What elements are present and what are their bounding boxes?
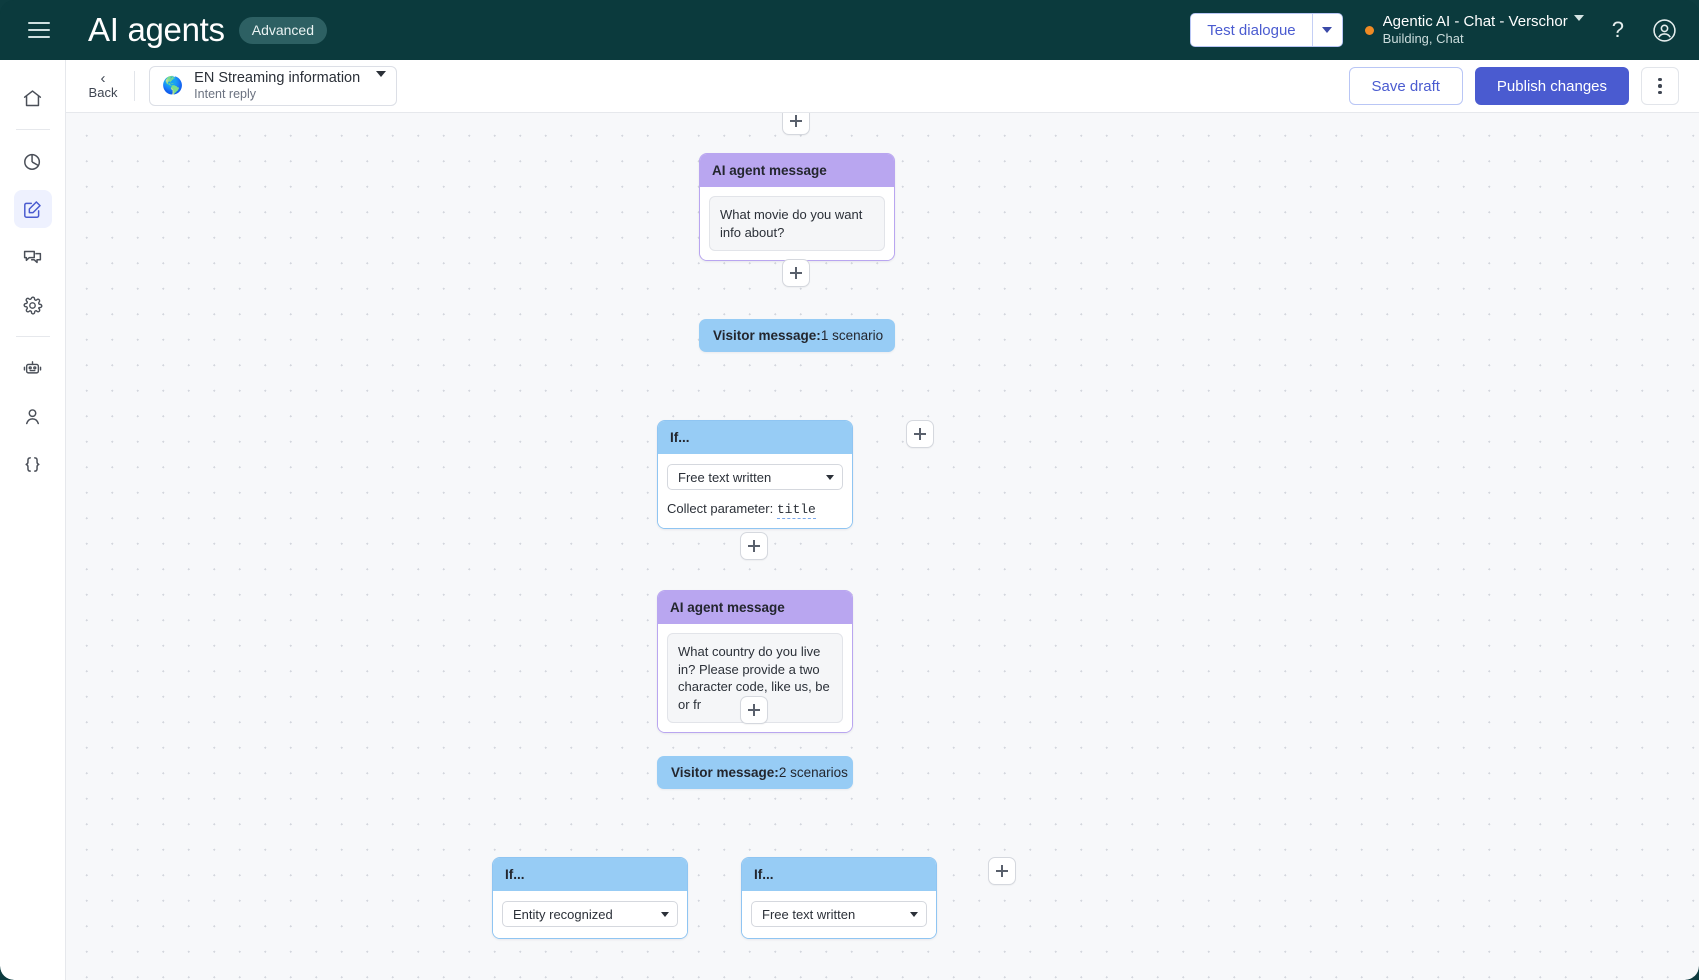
node-if-1[interactable]: If... Free text written Collect paramete… xyxy=(657,420,853,529)
flow-canvas[interactable]: AI agent message What movie do you want … xyxy=(66,113,1699,980)
environment-chevron[interactable] xyxy=(1573,15,1584,39)
hamburger-menu-icon[interactable] xyxy=(28,22,50,38)
add-node-button-after-if-1[interactable] xyxy=(740,532,768,560)
sub-header-toolbar: ‹ Back 🌎 EN Streaming information Intent… xyxy=(66,60,1699,113)
test-dialogue-dropdown-button[interactable] xyxy=(1311,14,1342,46)
condition-select[interactable]: Free text written xyxy=(751,901,927,927)
back-label: Back xyxy=(88,85,118,100)
condition-select[interactable]: Entity recognized xyxy=(502,901,678,927)
chevron-down-icon xyxy=(826,474,834,480)
chevron-down-icon xyxy=(910,911,918,917)
agent-message-text[interactable]: What country do you live in? Please prov… xyxy=(667,633,843,724)
condition-value: Entity recognized xyxy=(513,906,613,922)
condition-value: Free text written xyxy=(762,906,856,922)
add-branch-button-visitor-1[interactable] xyxy=(906,420,934,448)
pie-chart-icon xyxy=(24,153,41,170)
test-dialogue-button[interactable]: Test dialogue xyxy=(1191,14,1312,46)
node-body: What movie do you want info about? xyxy=(700,187,894,261)
sidebar-item-settings[interactable] xyxy=(14,286,52,324)
environment-subtitle: Building, Chat xyxy=(1382,30,1464,46)
user-avatar-icon[interactable] xyxy=(1652,18,1677,43)
chat-bubbles-icon xyxy=(23,250,42,263)
top-header-bar: AI agents Advanced Test dialogue Agentic… xyxy=(0,0,1699,60)
intent-texts: EN Streaming information Intent reply xyxy=(194,70,360,101)
visitor-message-value: 2 scenarios xyxy=(778,765,848,780)
chevron-left-icon: ‹ xyxy=(100,70,106,87)
condition-value: Free text written xyxy=(678,469,772,485)
collect-parameter-value[interactable]: title xyxy=(776,502,816,519)
node-visitor-message-1[interactable]: Visitor message:1 scenario xyxy=(699,319,895,352)
edit-square-icon xyxy=(24,200,41,218)
collect-parameter-label: Collect parameter: xyxy=(667,501,774,516)
node-header: AI agent message xyxy=(700,154,894,187)
flow-edges xyxy=(66,113,366,263)
sidebar-item-conversations[interactable] xyxy=(14,238,52,276)
rail-divider xyxy=(15,336,50,337)
chevron-down-icon xyxy=(1573,15,1584,38)
intent-type: Intent reply xyxy=(194,87,257,102)
page-title: AI agents xyxy=(88,11,225,48)
node-ai-agent-message-1[interactable]: AI agent message What movie do you want … xyxy=(699,153,895,262)
rail-divider xyxy=(15,129,50,130)
save-draft-button[interactable]: Save draft xyxy=(1348,67,1463,105)
more-options-button[interactable] xyxy=(1641,67,1679,105)
sidebar-item-dialogues[interactable] xyxy=(13,190,52,228)
publish-changes-button[interactable]: Publish changes xyxy=(1474,67,1629,105)
add-node-button-after-agent-message-1[interactable] xyxy=(782,259,810,287)
collect-parameter-row: Collect parameter: title xyxy=(667,501,843,519)
gear-icon xyxy=(23,296,43,315)
node-if-3[interactable]: If... Free text written xyxy=(741,857,937,939)
left-nav-rail xyxy=(0,60,66,980)
sidebar-item-bots[interactable] xyxy=(14,349,52,387)
globe-icon: 🌎 xyxy=(162,76,184,95)
add-node-button-after-agent-message-2[interactable] xyxy=(740,696,768,724)
chevron-down-icon xyxy=(376,71,387,94)
intent-selector[interactable]: 🌎 EN Streaming information Intent reply xyxy=(149,66,398,106)
code-braces-icon xyxy=(25,456,40,472)
visitor-message-label: Visitor message: xyxy=(713,328,821,343)
advanced-badge: Advanced xyxy=(238,16,328,44)
add-branch-button-visitor-2[interactable] xyxy=(988,857,1016,885)
environment-text: Agentic AI - Chat - Verschor Building, C… xyxy=(1383,13,1568,48)
visitor-message-label: Visitor message: xyxy=(671,765,779,780)
chevron-down-icon xyxy=(661,911,669,917)
node-visitor-message-2[interactable]: Visitor message:2 scenarios xyxy=(657,756,853,789)
toolbar-divider xyxy=(134,71,135,101)
node-body: Free text written Collect parameter: tit… xyxy=(658,454,852,528)
environment-selector[interactable]: Agentic AI - Chat - Verschor Building, C… xyxy=(1364,13,1584,48)
condition-select[interactable]: Free text written xyxy=(667,464,843,490)
node-body: Entity recognized xyxy=(493,891,687,938)
node-body: What country do you live in? Please prov… xyxy=(658,624,852,733)
node-if-2[interactable]: If... Entity recognized xyxy=(492,857,688,939)
home-icon xyxy=(23,89,42,106)
status-dot-icon xyxy=(1364,25,1374,35)
sidebar-item-analytics[interactable] xyxy=(14,142,52,180)
sidebar-item-users[interactable] xyxy=(14,397,52,435)
node-header: If... xyxy=(493,858,687,891)
agent-message-text[interactable]: What movie do you want info about? xyxy=(709,196,885,252)
test-dialogue-group: Test dialogue xyxy=(1190,13,1343,47)
sidebar-item-variables[interactable] xyxy=(14,445,52,483)
environment-name: Agentic AI - Chat - Verschor xyxy=(1382,12,1568,30)
help-icon[interactable]: ? xyxy=(1611,17,1624,42)
node-body: Free text written xyxy=(742,891,936,938)
robot-icon xyxy=(23,360,42,374)
node-header: If... xyxy=(658,421,852,454)
intent-name: EN Streaming information xyxy=(194,70,361,87)
sub-header-actions: Save draft Publish changes xyxy=(1348,67,1679,105)
top-header-actions: Test dialogue Agentic AI - Chat - Versch… xyxy=(1190,13,1677,48)
chevron-down-icon xyxy=(1322,27,1333,33)
visitor-message-value: 1 scenario xyxy=(820,328,884,343)
intent-chevron[interactable] xyxy=(360,71,387,95)
sidebar-item-home[interactable] xyxy=(14,79,52,117)
back-button[interactable]: ‹ Back xyxy=(82,70,124,100)
node-header: If... xyxy=(742,858,936,891)
person-icon xyxy=(25,408,40,424)
add-node-button-top[interactable] xyxy=(782,113,810,135)
node-header: AI agent message xyxy=(658,591,852,624)
